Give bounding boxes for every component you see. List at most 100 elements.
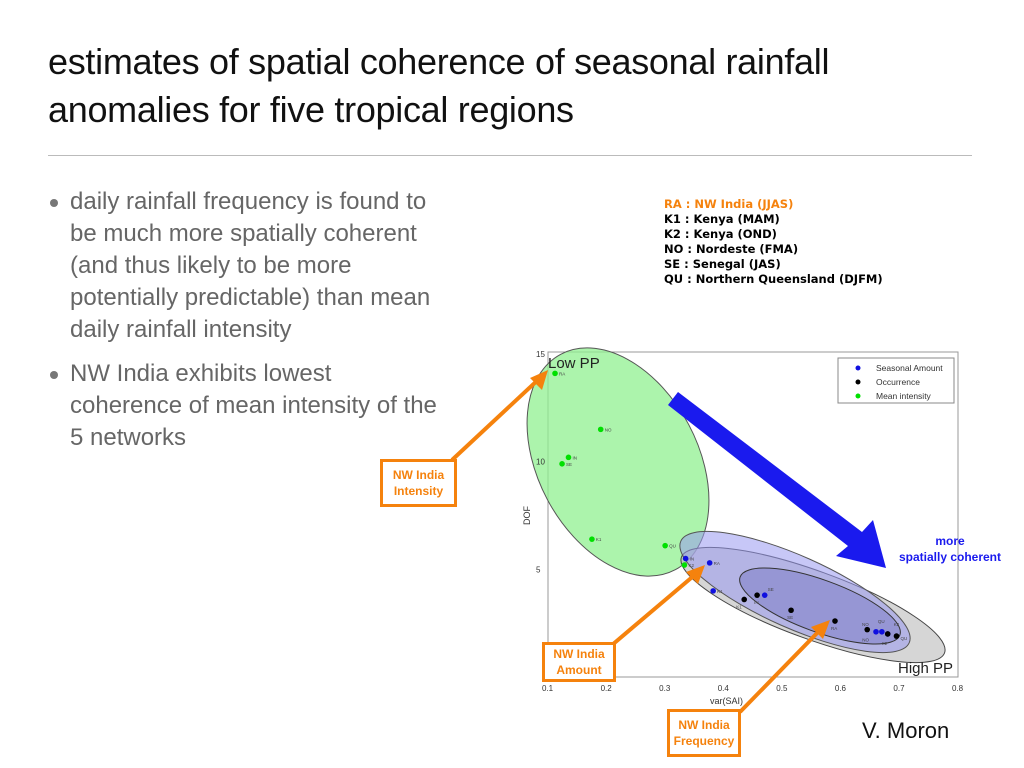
bullet-dot-icon	[50, 199, 58, 207]
point-label: SE	[566, 462, 572, 467]
coherence-arrow-icon	[668, 392, 886, 568]
data-point	[832, 618, 838, 624]
point-label: K1	[717, 589, 723, 594]
y-tick-label: 15	[536, 350, 545, 359]
data-point	[754, 592, 760, 598]
data-point	[589, 536, 595, 542]
legend-label: Seasonal Amount	[876, 363, 943, 373]
bullet-dot-icon	[50, 371, 58, 379]
y-tick-label: 5	[536, 565, 541, 574]
data-point	[864, 626, 871, 633]
data-point	[662, 542, 668, 549]
pointer-arrows	[450, 370, 830, 714]
callout-line: NW India	[392, 468, 445, 482]
data-point	[710, 588, 716, 594]
callout-line: Amount	[556, 663, 602, 677]
point-label: RA	[714, 561, 720, 566]
callout-line: NW India	[553, 647, 605, 661]
data-point	[788, 607, 794, 614]
point-label: SE	[787, 615, 793, 620]
point-label: K2	[688, 563, 694, 568]
data-point	[565, 454, 572, 461]
low-pp-label: Low PP	[548, 355, 600, 372]
slide-title: estimates of spatial coherence of season…	[48, 38, 829, 134]
x-tick-label: 0.6	[835, 684, 847, 693]
data-point	[597, 426, 604, 433]
data-point	[681, 562, 688, 568]
x-tick-label: 0.2	[601, 684, 613, 693]
region-code: K1 : Kenya (MAM)	[664, 212, 780, 226]
title-divider	[48, 155, 972, 156]
more-line: spatially coherent	[898, 550, 1002, 564]
legend-marker	[855, 393, 861, 399]
point-label: RA	[831, 626, 837, 631]
region-code: QU : Northern Queensland (DJFM)	[664, 272, 883, 286]
point-label: QU	[669, 544, 676, 549]
point-label: QU	[878, 619, 885, 624]
callout-line: NW India	[678, 718, 730, 732]
point-label: NO	[862, 638, 869, 643]
callout-line: Intensity	[393, 484, 444, 498]
data-point	[879, 628, 885, 635]
x-tick-label: 0.5	[776, 684, 788, 693]
amount-ellipse	[679, 530, 911, 654]
point-label: RA	[559, 371, 565, 376]
x-tick-label: 0.7	[893, 684, 905, 693]
data-point	[682, 555, 689, 562]
data-point	[873, 628, 879, 635]
point-label: SE	[768, 587, 774, 592]
author-credit: V. Moron	[862, 718, 950, 743]
bullet-item: daily rainfall frequency is found to be …	[48, 186, 448, 346]
point-label: K2	[882, 641, 888, 646]
y-axis-label: DOF	[522, 506, 532, 526]
bullet-text: NW India exhibits lowest coherence of me…	[70, 360, 437, 451]
point-label: NO	[605, 427, 612, 432]
high-pp-label: High PP	[898, 660, 953, 677]
data-point	[552, 370, 558, 377]
axis-ticks: 0.1 0.2 0.3 0.4 0.5 0.6 0.7 0.8 5 10 15	[536, 350, 964, 693]
region-code: SE : Senegal (JAS)	[664, 257, 781, 271]
intensity-ellipse	[526, 347, 710, 577]
x-tick-label: 0.4	[718, 684, 730, 693]
point-label: NO	[862, 622, 869, 627]
region-code: NO : Nordeste (FMA)	[664, 242, 799, 256]
region-code-legend: RA : NW India (JJAS) K1 : Kenya (MAM) K2…	[664, 197, 883, 287]
legend-marker	[855, 365, 861, 371]
region-code: K2 : Kenya (OND)	[664, 227, 777, 241]
x-tick-label: 0.1	[542, 684, 554, 693]
callout-line: Frequency	[673, 734, 735, 748]
title-line-2: anomalies for five tropical regions	[48, 89, 574, 130]
title-line-1: estimates of spatial coherence of season…	[48, 41, 830, 82]
point-label: IN	[754, 600, 759, 605]
point-label: K1	[596, 537, 602, 542]
bullet-list: daily rainfall frequency is found to be …	[48, 186, 448, 466]
data-point	[884, 631, 891, 637]
more-line: more	[935, 534, 965, 548]
y-tick-label: 10	[536, 458, 545, 467]
x-axis-label: var(SAI)	[710, 696, 743, 706]
data-point	[706, 560, 713, 566]
point-label: IN	[573, 455, 578, 460]
legend-label: Occurrence	[876, 377, 920, 387]
more-coherent-label: more spatially coherent	[890, 533, 1010, 565]
data-points	[552, 370, 900, 639]
data-point	[741, 596, 748, 603]
point-label: K2	[894, 622, 900, 627]
x-tick-label: 0.8	[952, 684, 964, 693]
legend-marker	[855, 379, 861, 385]
bullet-item: NW India exhibits lowest coherence of me…	[48, 358, 448, 454]
data-point	[559, 461, 565, 467]
legend-label: Mean intensity	[876, 391, 932, 401]
point-label: IN	[690, 557, 695, 562]
point-label: K1	[736, 604, 742, 609]
data-point	[893, 633, 900, 639]
data-point	[761, 592, 768, 598]
region-code: RA : NW India (JJAS)	[664, 197, 794, 211]
x-tick-label: 0.3	[659, 684, 671, 693]
